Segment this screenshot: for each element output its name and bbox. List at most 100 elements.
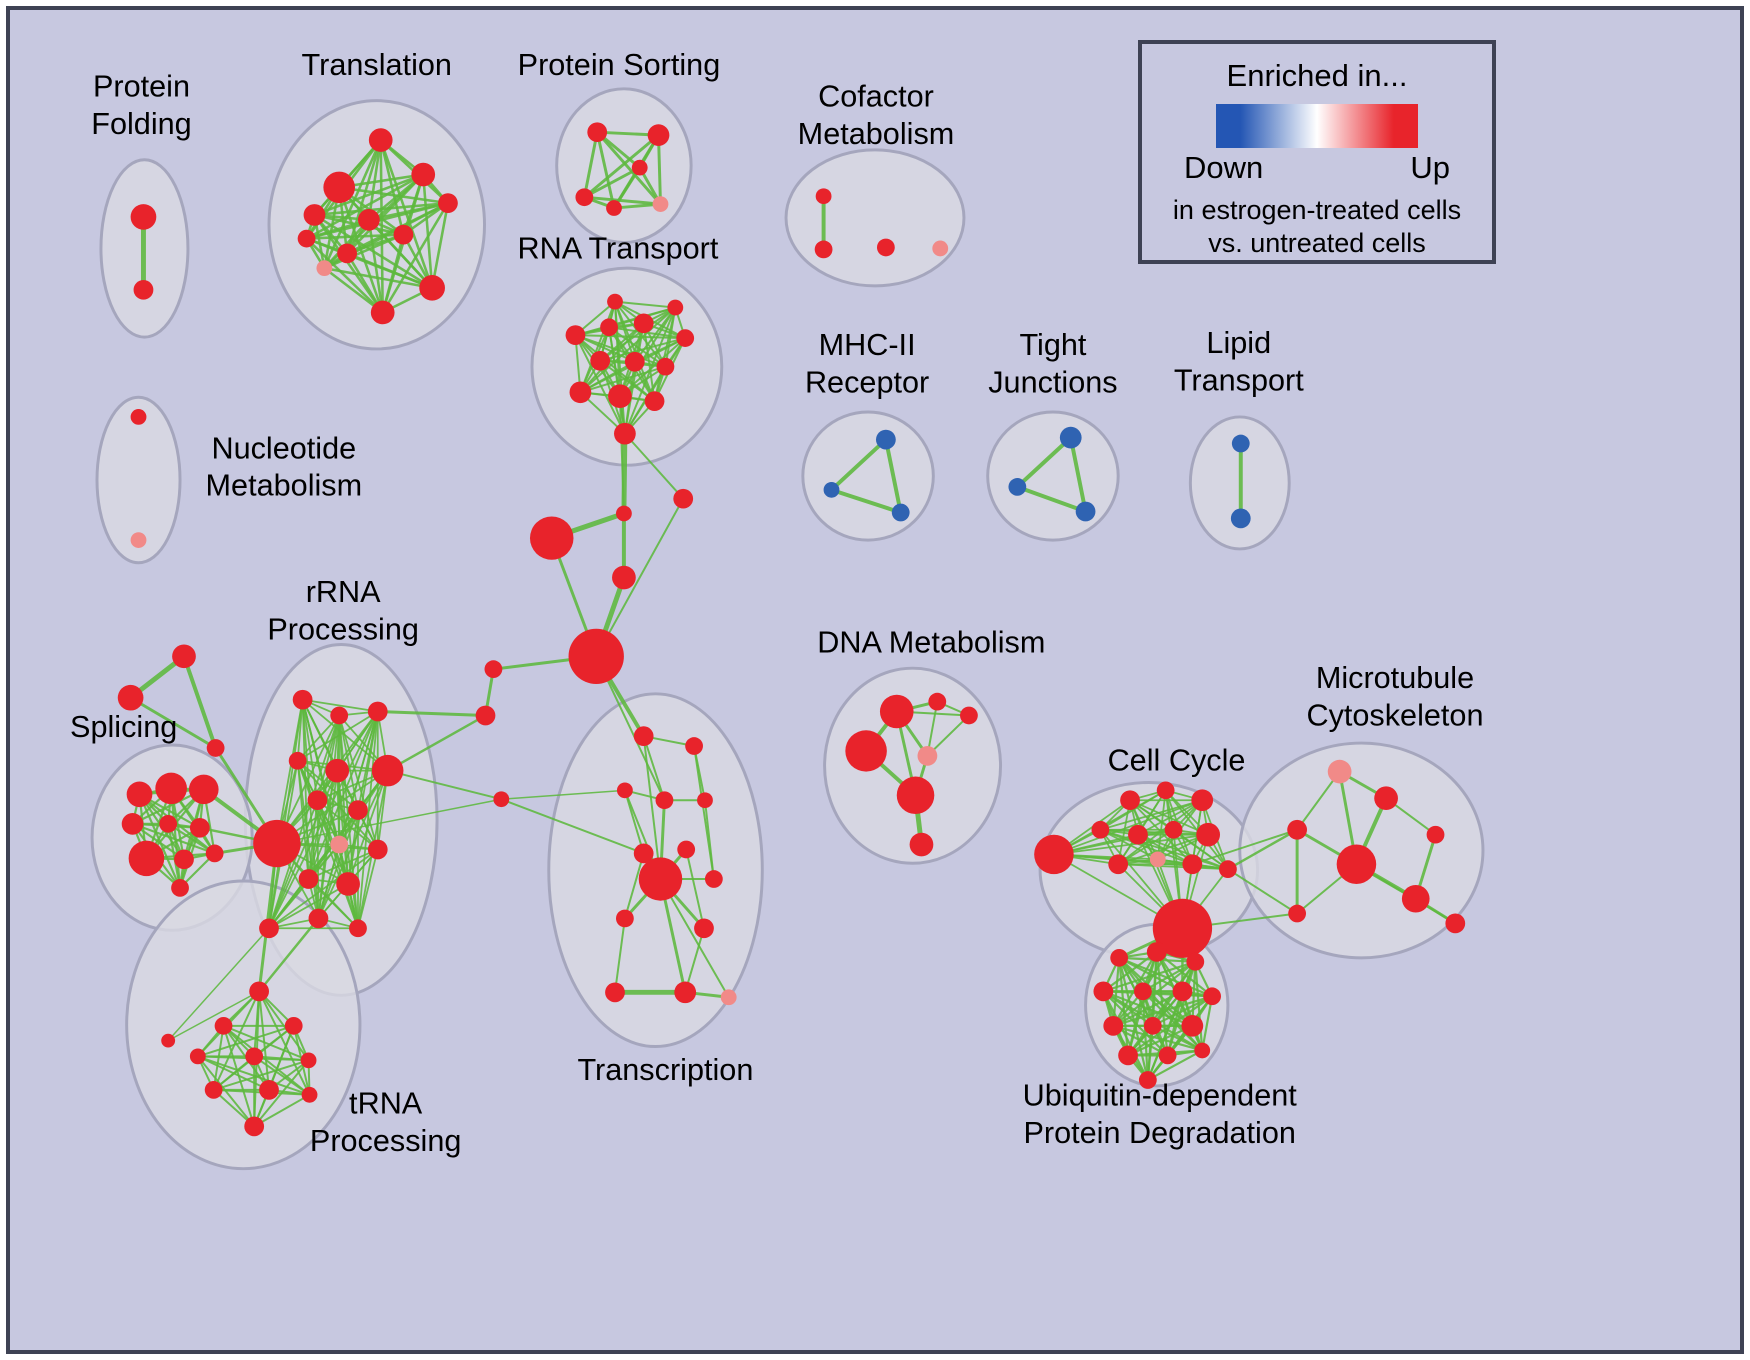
network-node <box>1059 426 1082 449</box>
network-node <box>1120 790 1140 811</box>
network-node <box>928 692 947 711</box>
network-node <box>189 817 210 838</box>
network-node <box>674 981 697 1004</box>
network-edge <box>253 1055 310 1062</box>
network-edge <box>222 1024 310 1062</box>
network-edge <box>323 266 434 290</box>
network-node <box>337 243 357 264</box>
network-edge <box>129 696 218 750</box>
network-node <box>587 122 608 143</box>
network-node <box>697 792 713 809</box>
network-node <box>1034 834 1074 875</box>
network-node <box>569 381 592 404</box>
network-nodes <box>117 122 1466 1137</box>
network-edge <box>1102 990 1149 1082</box>
network-edge <box>305 173 425 240</box>
network-node <box>960 706 978 725</box>
network-node <box>565 325 586 345</box>
network-node <box>206 739 225 757</box>
network-node <box>121 813 144 835</box>
network-edge <box>305 233 405 240</box>
network-edge <box>316 799 320 920</box>
network-node <box>1401 884 1430 913</box>
network-edge <box>595 497 685 658</box>
network-node <box>214 1016 233 1035</box>
network-node <box>130 409 147 425</box>
cluster-label-protein-sorting: Protein Sorting <box>518 48 721 82</box>
network-edge <box>268 878 310 930</box>
network-node <box>330 706 349 725</box>
network-node <box>316 260 333 277</box>
cluster-label-dna-metabolism: DNA Metabolism <box>817 625 1045 659</box>
network-edge <box>376 710 487 717</box>
network-node <box>652 196 669 212</box>
network-edge <box>296 710 379 762</box>
network-edge <box>1053 799 1204 856</box>
network-node <box>325 758 350 783</box>
network-node <box>298 869 319 889</box>
network-edge <box>268 848 379 930</box>
legend-subtitle-line1: in estrogen-treated cells <box>1172 195 1462 225</box>
network-edge <box>1102 960 1197 993</box>
cluster-ellipse-dna-metabolism <box>823 666 1003 865</box>
network-node <box>677 840 696 859</box>
network-node <box>249 981 270 1002</box>
network-node <box>1230 508 1251 529</box>
network-edge <box>614 917 626 994</box>
network-edge <box>595 130 616 210</box>
cluster-label-translation: Translation <box>302 48 452 82</box>
network-edge <box>307 878 359 930</box>
network-node <box>367 701 388 722</box>
network-node <box>667 299 684 316</box>
legend-down-label: Down <box>1184 150 1264 185</box>
network-edge <box>599 306 677 362</box>
network-node <box>1138 1071 1157 1089</box>
network-edge <box>301 698 379 713</box>
network-node <box>633 843 654 864</box>
network-edge <box>268 698 304 930</box>
network-node <box>245 1047 264 1066</box>
network-edge <box>500 789 626 800</box>
network-edge <box>276 710 379 845</box>
network-node <box>126 781 153 808</box>
network-node <box>694 918 714 939</box>
network-edge <box>829 437 888 492</box>
network-edge <box>1151 995 1214 1027</box>
network-node <box>814 240 833 259</box>
network-edge <box>347 769 389 885</box>
network-edge <box>582 195 662 206</box>
network-node <box>1118 1045 1138 1066</box>
network-node <box>1146 942 1167 962</box>
network-edge <box>614 300 677 309</box>
network-node <box>159 814 178 833</box>
network-edge <box>1126 990 1144 1057</box>
network-edge <box>1015 435 1073 489</box>
network-node <box>297 229 316 248</box>
cluster-label-cell-cycle: Cell Cycle <box>1108 744 1246 778</box>
network-edge <box>253 1055 311 1096</box>
network-edge <box>357 710 379 930</box>
network-edge <box>301 698 319 802</box>
network-node <box>615 909 634 928</box>
network-edge <box>1015 484 1088 514</box>
network-node <box>1327 759 1352 784</box>
network-edge <box>1068 435 1088 514</box>
legend-up-label: Up <box>1410 150 1450 185</box>
network-edge <box>684 927 705 994</box>
network-node <box>1134 982 1152 1001</box>
network-edge <box>421 173 434 290</box>
network-node <box>484 660 503 679</box>
network-node <box>411 162 436 187</box>
network-node <box>823 481 840 498</box>
network-node <box>615 505 632 522</box>
network-edge <box>430 201 450 290</box>
network-node <box>590 350 611 371</box>
network-edge <box>595 130 662 206</box>
network-edge <box>386 714 487 772</box>
network-node <box>284 1016 303 1035</box>
